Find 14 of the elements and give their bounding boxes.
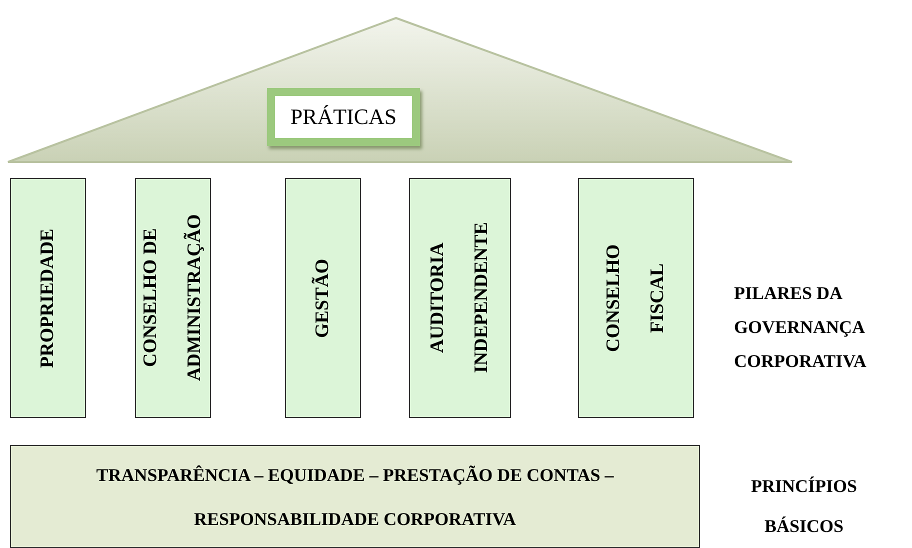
- pillar-column: [578, 178, 694, 418]
- side-caption: PRINCÍPIOS BÁSICOS: [750, 475, 858, 538]
- side-caption: PILARES DA GOVERNANÇA CORPORATIVA: [734, 282, 868, 373]
- pillar-column: [135, 178, 211, 418]
- practices-box: PRÁTICAS: [267, 88, 420, 146]
- pillar-column: [285, 178, 361, 418]
- pillar-label: CONSELHO FISCAL: [602, 243, 669, 354]
- pillar-label: PROPRIEDADE: [36, 227, 59, 370]
- pillar-label: CONSELHO DE ADMINISTRAÇÃO: [139, 214, 206, 384]
- pillar-column: [409, 178, 511, 418]
- foundation-base: TRANSPARÊNCIA – EQUIDADE – PRESTAÇÃO DE CONTAS – RESPONSABILIDADE CORPORATIVA: [10, 445, 700, 548]
- pillar-column: [10, 178, 86, 418]
- pillar-label: GESTÃO: [310, 257, 334, 340]
- pillar-label: AUDITORIA INDEPENDENTE: [426, 222, 493, 376]
